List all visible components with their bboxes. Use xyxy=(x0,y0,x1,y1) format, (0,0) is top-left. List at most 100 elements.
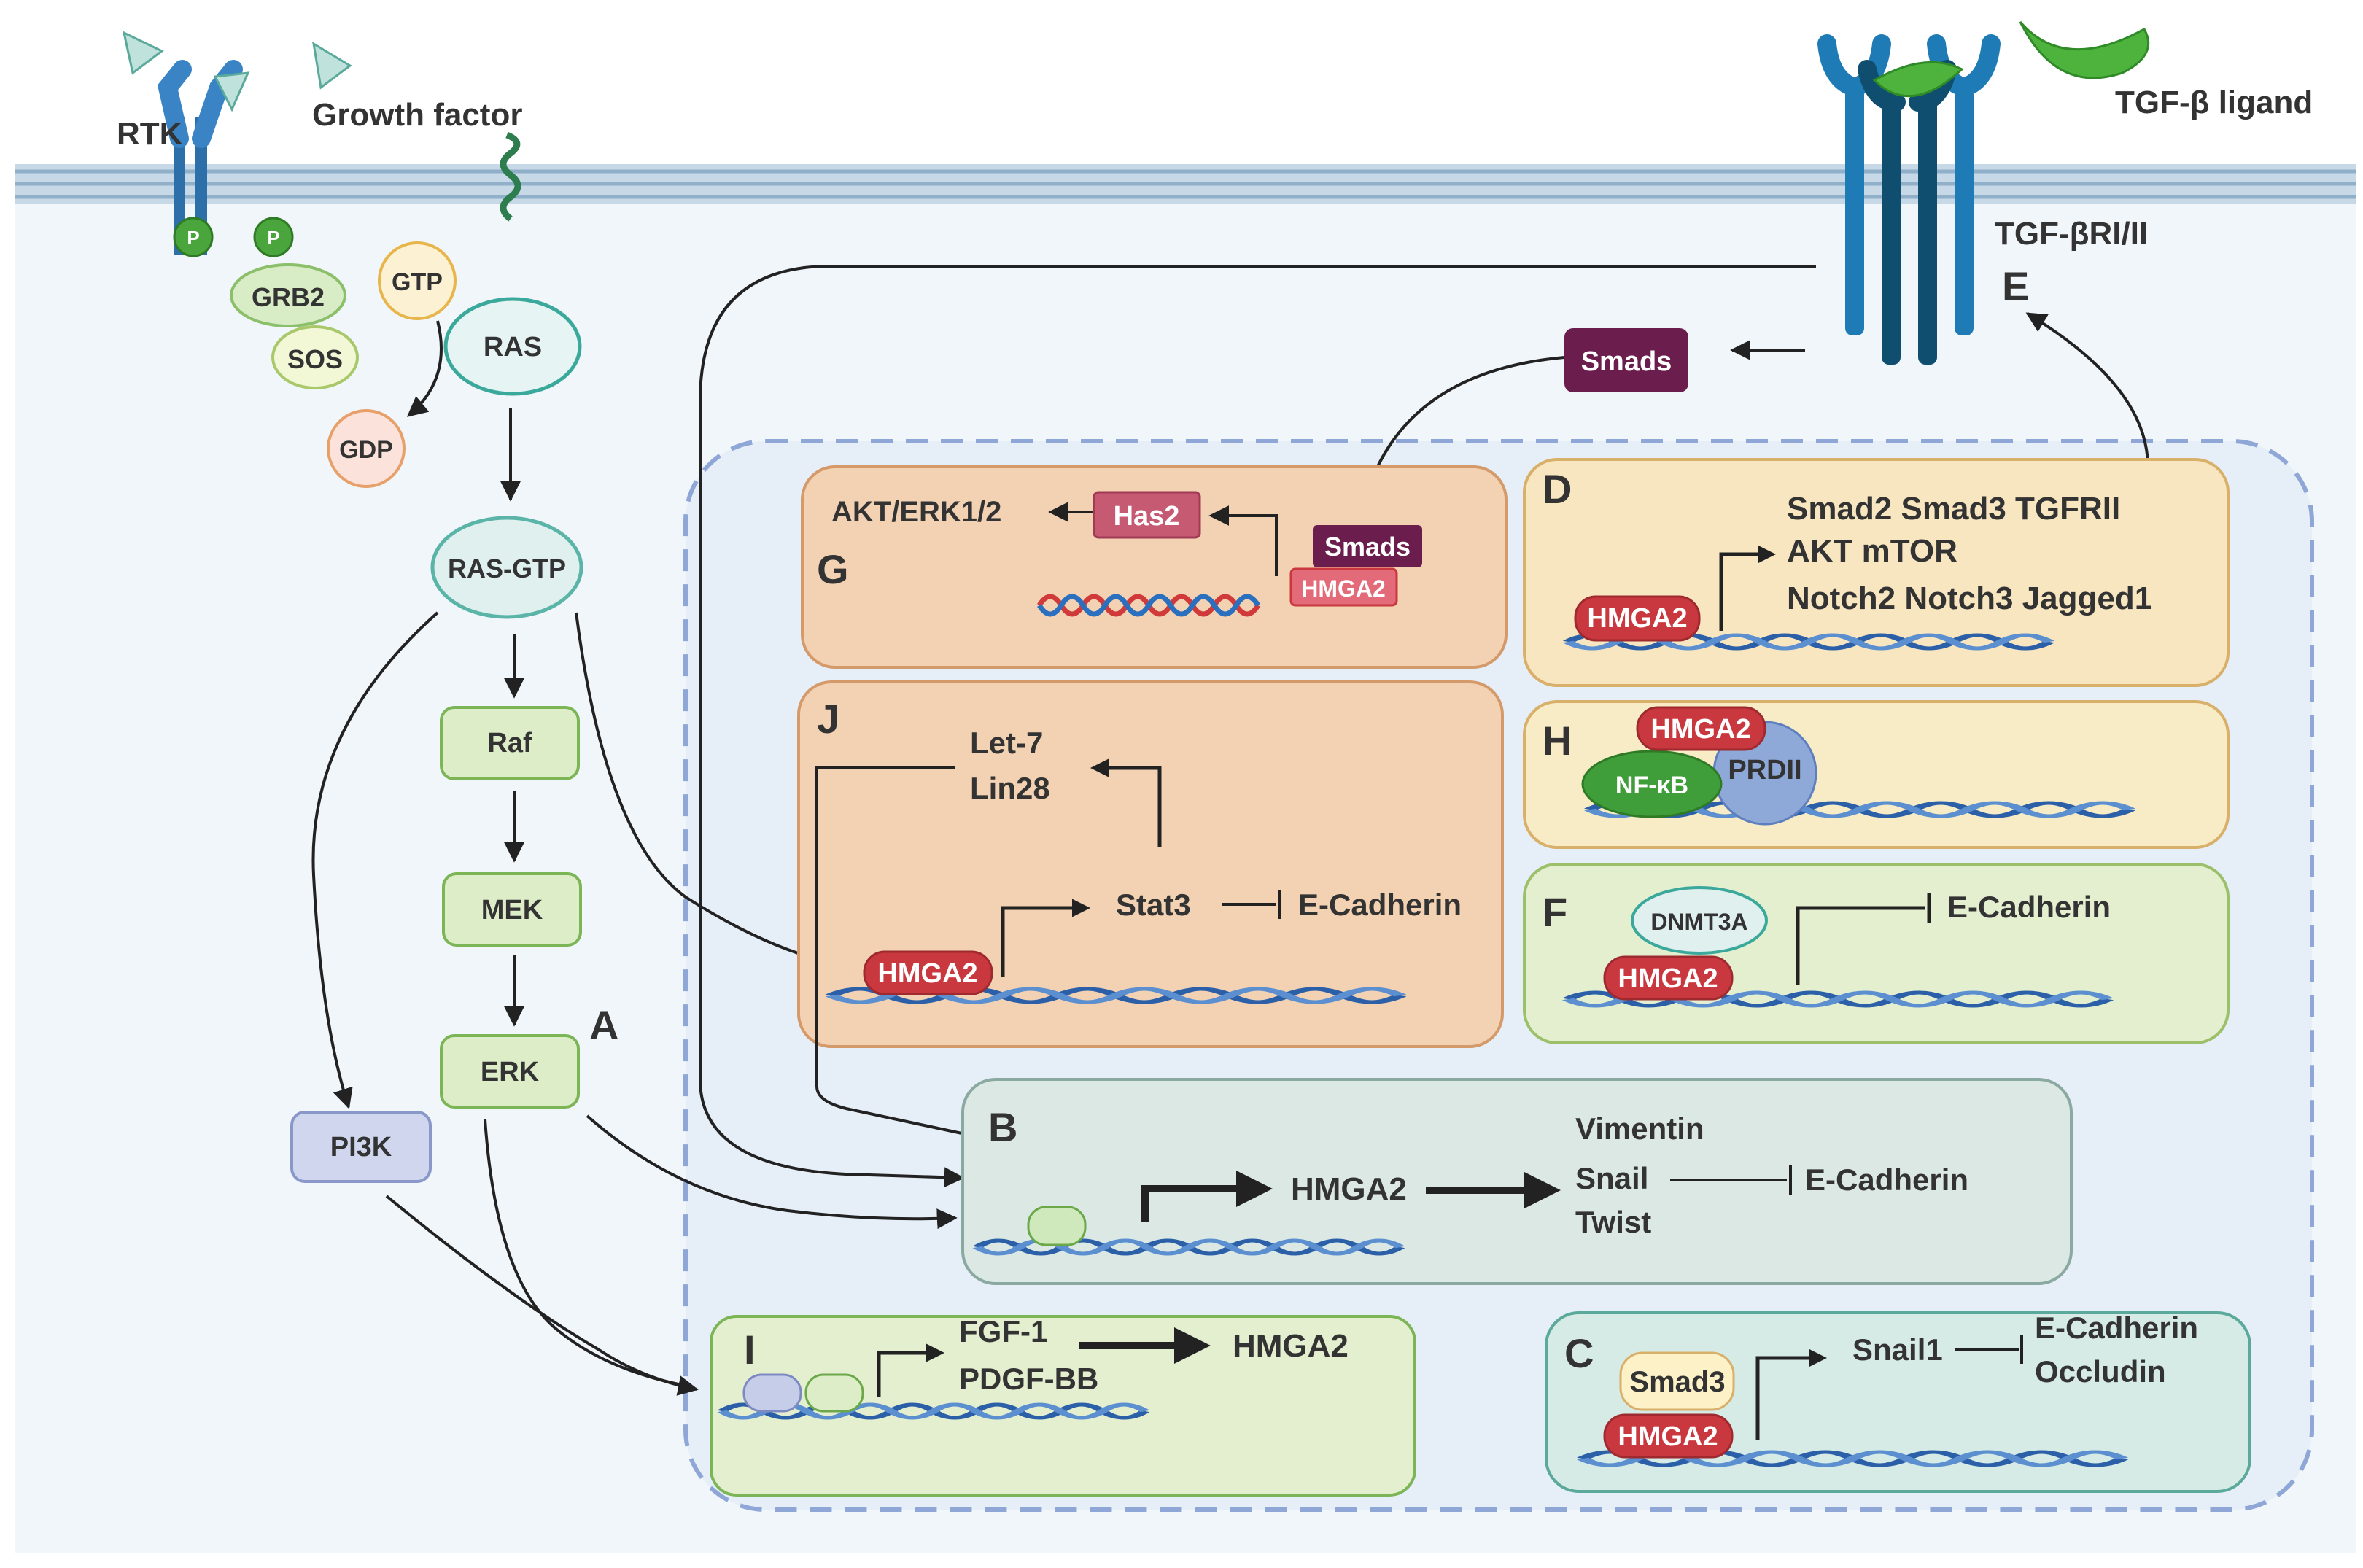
panel-c-hmga2-node xyxy=(1603,1413,1734,1459)
tgf-ligand-icon xyxy=(2019,21,2150,79)
smads-cytoplasm-node xyxy=(1564,328,1688,392)
smads-cytoplasm-label: Smads xyxy=(1581,346,1672,377)
erk-to-panel-i-line xyxy=(484,1119,694,1389)
gtp-to-gdp-arrow xyxy=(406,320,443,417)
gdp-label: GDP xyxy=(339,436,393,464)
ras-gtp-label: RAS-GTP xyxy=(448,554,566,583)
panel-b-hmga2: HMGA2 xyxy=(1291,1171,1407,1207)
panel-d xyxy=(1523,458,2230,687)
panel-g-smads-node xyxy=(1313,525,1422,567)
stat3-inhibits-ecad xyxy=(1222,890,1281,919)
prdii-label: PRDII xyxy=(1728,755,1801,785)
panel-c-transcription-arrow xyxy=(1755,1348,1827,1440)
tgf-ligand-label: TGF-β ligand xyxy=(2115,85,2313,120)
dnmt3a-label: DNMT3A xyxy=(1650,909,1747,935)
sos-label: SOS xyxy=(287,344,343,374)
panel-b-snail: Snail xyxy=(1575,1161,1648,1195)
erk-label: ERK xyxy=(481,1057,540,1087)
nfkb-label: NF-κB xyxy=(1615,772,1688,799)
panel-j-transcription-arrow xyxy=(1001,899,1090,977)
panel-i-pdgfbb: PDGF-BB xyxy=(959,1362,1098,1396)
panel-h-hmga2-label: HMGA2 xyxy=(1650,714,1750,745)
ras-gtp-node xyxy=(430,516,583,619)
panel-i-letter: I xyxy=(744,1327,756,1373)
panel-g-letter: G xyxy=(817,546,849,592)
gdp-node xyxy=(327,409,406,488)
ras-node xyxy=(443,297,582,396)
panel-c-ecadherin: E-Cadherin xyxy=(2035,1311,2198,1345)
panel-b-letter: B xyxy=(988,1104,1017,1150)
panel-e-letter: E xyxy=(2002,263,2029,309)
ras-label: RAS xyxy=(484,332,542,362)
pi3k-node xyxy=(290,1111,432,1183)
phosphate-1-label: P xyxy=(187,227,199,249)
mek-label: MEK xyxy=(481,895,543,925)
gtp-node xyxy=(378,241,457,320)
panel-g-hmga2-node xyxy=(1289,567,1398,607)
grb2-node xyxy=(230,263,346,327)
panel-d-hmga2-node xyxy=(1574,595,1701,642)
phosphate-2 xyxy=(253,217,294,257)
panel-b-ecadherin: E-Cadherin xyxy=(1805,1163,1968,1197)
panel-i-erk-factor-icon xyxy=(804,1373,864,1413)
panel-f-hmga2-node xyxy=(1603,955,1734,1001)
panel-a-letter: A xyxy=(589,1002,618,1048)
dnmt3a-node xyxy=(1631,886,1768,955)
cell-membrane xyxy=(15,164,2356,204)
panel-d-row2: AKT mTOR xyxy=(1787,533,1957,569)
panel-c-letter: C xyxy=(1564,1330,1594,1376)
nfkb-node xyxy=(1581,750,1723,818)
panel-i-fgf1: FGF-1 xyxy=(959,1314,1047,1348)
panel-d-to-e-arrow xyxy=(2025,312,2149,467)
has2-label: Has2 xyxy=(1114,501,1180,532)
growth-factor-icons xyxy=(122,31,352,112)
panel-g xyxy=(801,465,1508,669)
sos-node xyxy=(271,325,359,389)
panel-j-hmga2-label: HMGA2 xyxy=(877,958,977,989)
panel-f-inhibits-ecad xyxy=(1796,893,1931,985)
panel-i-pi3k-factor-icon xyxy=(742,1373,802,1413)
panel-g-smads-label: Smads xyxy=(1324,532,1411,562)
erk-node xyxy=(440,1034,580,1109)
panel-i-hmga2: HMGA2 xyxy=(1233,1328,1349,1364)
panel-d-transcription-arrow xyxy=(1719,545,1776,631)
panel-b-twist: Twist xyxy=(1575,1205,1651,1239)
pi3k-label: PI3K xyxy=(330,1132,392,1163)
panel-h-hmga2-node xyxy=(1636,706,1766,751)
rtk-label: RTK xyxy=(117,116,183,152)
panel-i-transcription-arrow xyxy=(877,1343,944,1397)
panel-b xyxy=(961,1078,2073,1285)
panel-c-occludin: Occludin xyxy=(2035,1354,2166,1389)
phosphate-1 xyxy=(173,217,214,257)
panel-f-hmga2-label: HMGA2 xyxy=(1618,963,1718,994)
panel-j-ecadherin: E-Cadherin xyxy=(1298,888,1462,922)
smad3-label: Smad3 xyxy=(1629,1366,1725,1398)
panel-j-lin28: Lin28 xyxy=(970,771,1050,805)
tgf-receptor-label: TGF-βRI/II xyxy=(1995,216,2148,252)
panel-b-snail-inhibits-ecad xyxy=(1670,1165,1792,1195)
growth-factor-label: Growth factor xyxy=(312,97,522,133)
panel-g-akt-erk: AKT/ERK1/2 xyxy=(831,496,1001,528)
panel-b-transcription-arrow xyxy=(1141,1171,1273,1222)
tgf-to-panel-b-arrow xyxy=(699,265,1816,1188)
raf-label: Raf xyxy=(487,728,532,758)
panel-f-ecadherin: E-Cadherin xyxy=(1947,890,2111,924)
panel-g-to-has2-arrow xyxy=(1208,505,1278,576)
panel-f-letter: F xyxy=(1543,889,1567,935)
ras-anchor xyxy=(500,131,521,222)
panel-f xyxy=(1523,863,2230,1044)
panel-j-letter: J xyxy=(817,696,839,742)
gtp-label: GTP xyxy=(392,268,443,296)
stat3-to-let7-arrow xyxy=(1090,758,1162,847)
phosphate-2-label: P xyxy=(267,227,279,249)
panel-c-snail1: Snail1 xyxy=(1852,1332,1943,1367)
panel-d-hmga2-label: HMGA2 xyxy=(1587,603,1687,634)
panel-b-vimentin: Vimentin xyxy=(1575,1111,1704,1146)
panel-b-promoter-icon xyxy=(1027,1206,1087,1246)
has2-node xyxy=(1093,491,1201,539)
smad3-node xyxy=(1619,1351,1735,1411)
rasgtp-to-panel-j-arrow xyxy=(575,612,834,969)
raf-node xyxy=(440,706,580,780)
